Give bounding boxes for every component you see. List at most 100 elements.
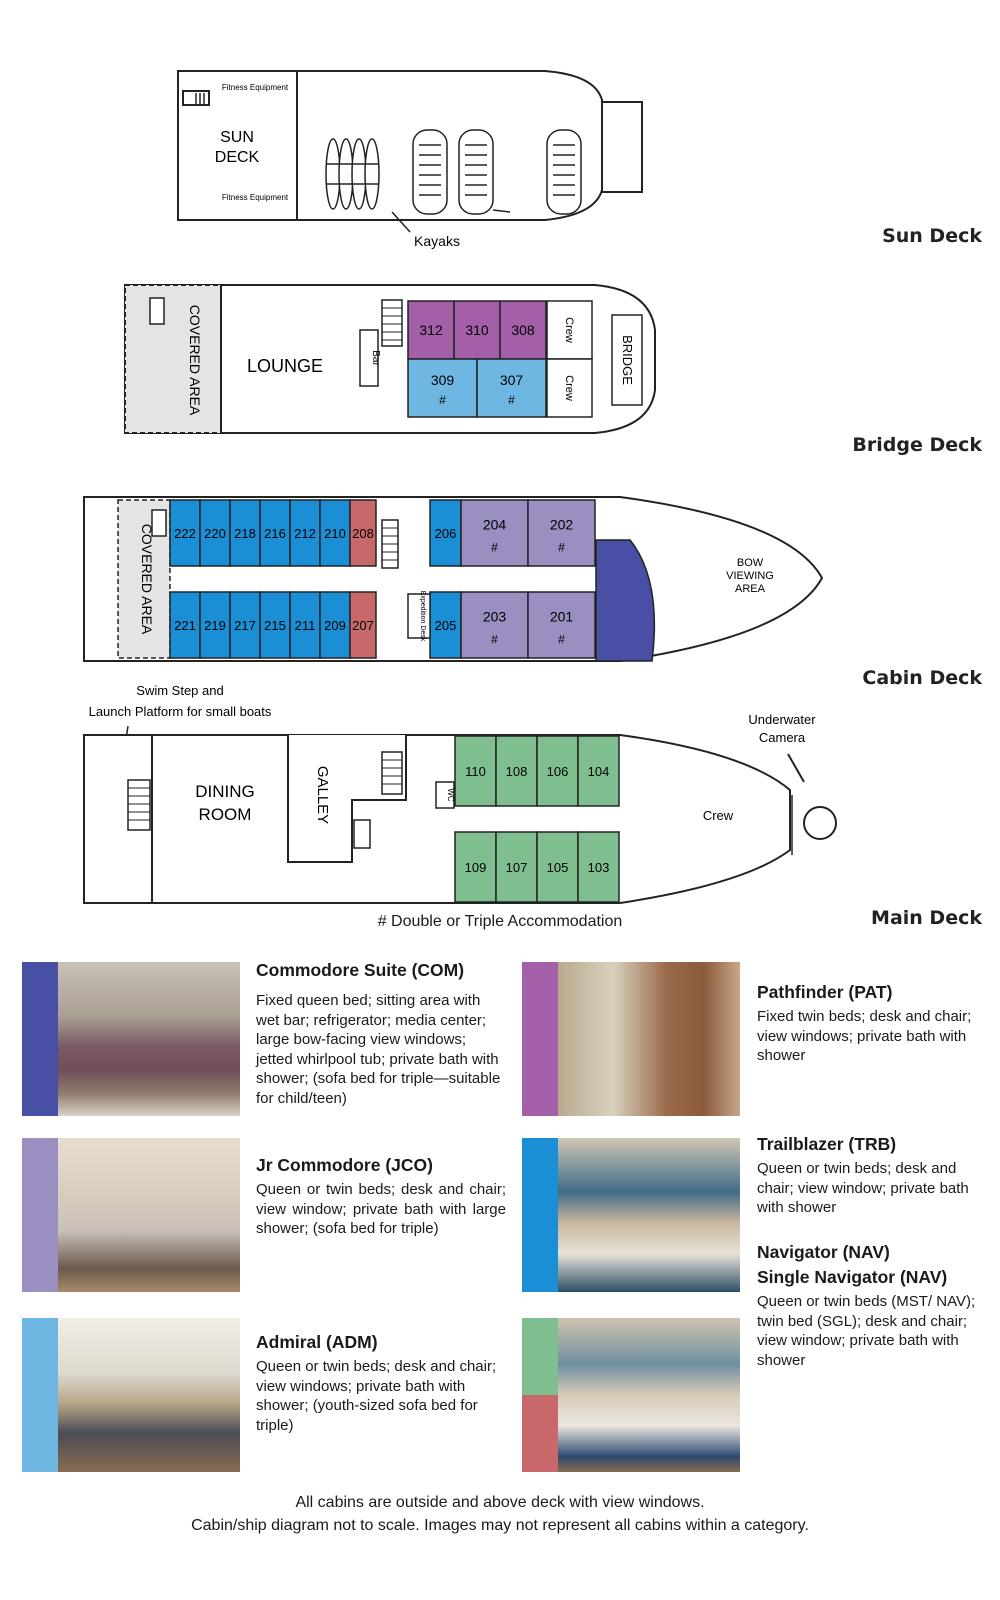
- cabin-222: [169, 499, 201, 567]
- cabin-number: 103: [588, 860, 610, 875]
- category-description: Queen or twin beds; desk and chair; view…: [256, 1181, 506, 1237]
- footer-line-1: All cabins are outside and above deck wi…: [295, 1494, 705, 1511]
- bar-label: Bar: [370, 350, 381, 366]
- accommodation-legend: # Double or Triple Accommodation: [377, 913, 623, 930]
- cabin-number: 215: [264, 618, 286, 633]
- category-title-secondary: Single Navigator (NAV): [757, 1267, 948, 1287]
- bridge-label: BRIDGE: [620, 335, 635, 385]
- cabin-218: [229, 499, 261, 567]
- cabin-number: 219: [204, 618, 226, 633]
- category-title: Commodore Suite (COM): [256, 960, 465, 980]
- category-title: Jr Commodore (JCO): [256, 1155, 433, 1175]
- cabin-number: 208: [352, 526, 374, 541]
- main-deck: Swim Step and Launch Platform for small …: [83, 683, 837, 904]
- color-swatch-trailblazer: [522, 1138, 558, 1292]
- color-swatch-pathfinder: [522, 962, 558, 1116]
- cabin-photo-pathfinder-icon: [558, 962, 740, 1116]
- underwater-camera-label: Camera: [759, 730, 806, 745]
- cabin-number: 308: [511, 322, 535, 338]
- accommodation-mark: #: [508, 393, 515, 407]
- cabin-number: 218: [234, 526, 256, 541]
- cabin-307: [476, 358, 547, 418]
- cabin-207: [349, 591, 377, 659]
- bridge-deck-title: Bridge Deck: [852, 434, 982, 456]
- cabin-photo-trailblazer-icon: [558, 1138, 740, 1292]
- cabin-number: 203: [483, 609, 507, 625]
- cabin-202: [527, 499, 596, 567]
- footer-line-2: Cabin/ship diagram not to scale. Images …: [191, 1517, 809, 1534]
- main-deck-hull: [83, 734, 791, 904]
- bar-counter: [359, 329, 379, 387]
- expedition-desk-label: Expedition Desk: [419, 591, 426, 642]
- accommodation-mark: #: [491, 632, 498, 646]
- cabin-number: 307: [500, 372, 524, 388]
- cabin-photo-jr-commodore-icon: [58, 1138, 240, 1292]
- stairs-icon: [149, 297, 165, 325]
- wc-room: [435, 781, 455, 809]
- covered-area: [124, 284, 222, 434]
- cabin-number: 206: [435, 526, 457, 541]
- stairs-icon: [353, 819, 371, 849]
- cabin-number: 309: [431, 372, 455, 388]
- cabin-221: [169, 591, 201, 659]
- sun-deck-bow-platform: [601, 101, 643, 193]
- cabin-number: 220: [204, 526, 226, 541]
- color-swatch-admiral: [22, 1318, 58, 1472]
- sun-deck-title: Sun Deck: [882, 225, 982, 247]
- cabin-deck-title: Cabin Deck: [862, 667, 982, 689]
- category-description: Fixed twin beds; desk and chair; view wi…: [757, 1008, 972, 1064]
- accommodation-mark: #: [558, 632, 565, 646]
- accommodation-mark: #: [439, 393, 446, 407]
- category-title: Navigator (NAV): [757, 1242, 890, 1262]
- cabin-photo-commodore-icon: [58, 962, 240, 1116]
- cabin-number: 221: [174, 618, 196, 633]
- cabin-108: [495, 735, 538, 807]
- bow-viewing-area-label-line: BOW: [737, 557, 764, 569]
- cabin-number: 201: [550, 609, 574, 625]
- dining-room-label: DINING: [195, 782, 255, 801]
- stairs-icon: [381, 299, 403, 347]
- accommodation-mark: #: [558, 540, 565, 554]
- cabin-220: [199, 499, 231, 567]
- bow-viewing-area-label-line: VIEWING: [726, 570, 774, 582]
- category-description: Queen or twin beds; desk and chair; view…: [757, 1160, 969, 1216]
- sun-deck-area-label-line: DECK: [215, 149, 260, 166]
- color-swatch-jr-commodore: [22, 1138, 58, 1292]
- cabin-204: [460, 499, 529, 567]
- cabin-number: 209: [324, 618, 346, 633]
- cabin-216: [259, 499, 291, 567]
- cabin-104: [577, 735, 620, 807]
- cabin-210: [319, 499, 351, 567]
- underwater-camera-label: Underwater: [748, 712, 816, 727]
- category-title: Trailblazer (TRB): [757, 1134, 897, 1154]
- crew-label: Crew: [703, 808, 734, 823]
- cabin-201: [527, 591, 596, 659]
- wc-label: WC: [446, 788, 455, 802]
- cabin-number: 222: [174, 526, 196, 541]
- stairs-icon: [127, 779, 151, 831]
- category-title: Pathfinder (PAT): [757, 982, 893, 1002]
- galley-label: GALLEY: [314, 766, 331, 824]
- main-deck-title: Main Deck: [871, 907, 982, 929]
- cabin-number: 205: [435, 618, 457, 633]
- fitness-equipment-label: Fitness Equipment: [222, 83, 289, 92]
- covered-area-label: COVERED AREA: [139, 524, 155, 635]
- cabin-photo-navigator-icon: [558, 1318, 740, 1472]
- color-swatch-navigator: [522, 1318, 558, 1395]
- kayak-rack: [325, 138, 380, 210]
- cabin-206: [429, 499, 462, 567]
- stairs-icon: [151, 509, 167, 537]
- commodore-suite: [595, 539, 656, 662]
- cabin-photo-admiral-icon: [58, 1318, 240, 1472]
- cabin-number: 207: [352, 618, 374, 633]
- cabin-number: 312: [419, 322, 443, 338]
- cabin-number: 210: [324, 526, 346, 541]
- galley-room: [287, 735, 407, 863]
- color-swatch-commodore: [22, 962, 58, 1116]
- underwater-camera-bulb: [803, 806, 837, 840]
